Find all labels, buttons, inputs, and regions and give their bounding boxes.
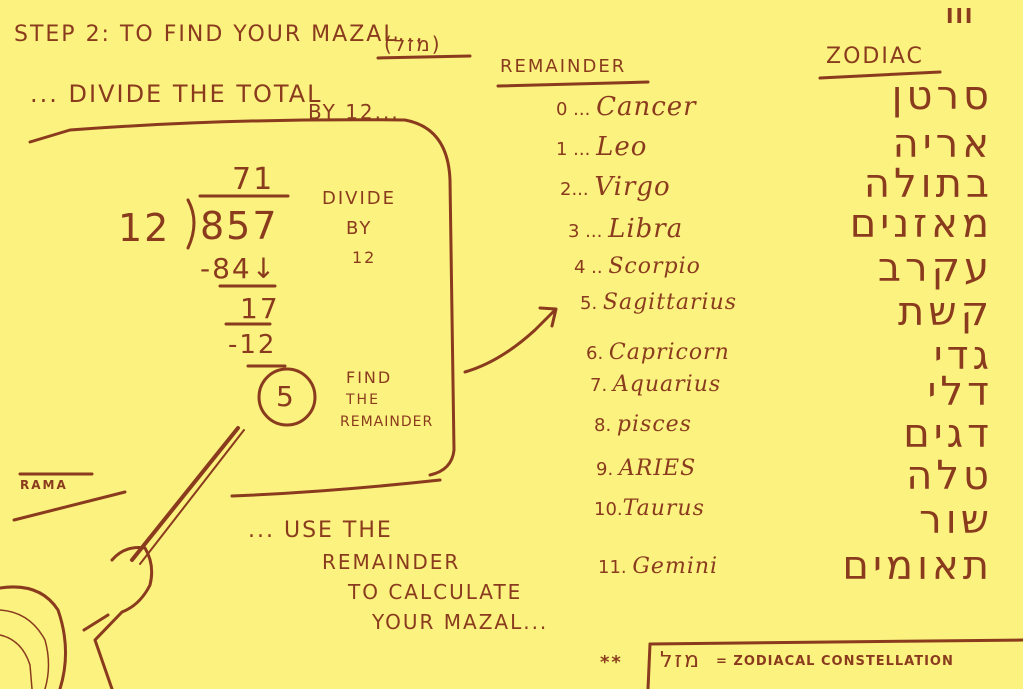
zodiac-hebrew-0: סרטן	[891, 73, 993, 119]
remainder-value: 5	[276, 380, 294, 413]
divide-by-label-1: DIVIDE	[322, 188, 397, 209]
find-remainder-label-1: FIND	[346, 368, 393, 387]
zodiac-hebrew-9: טלה	[906, 453, 993, 499]
rama-label: RAMA	[20, 478, 68, 492]
division-step-2: 17	[240, 292, 280, 325]
zodiac-hebrew-3: מאזנים	[849, 201, 993, 247]
use-remainder-line2: REMAINDER	[322, 550, 461, 574]
zodiac-hebrew-6: גדי	[933, 333, 993, 379]
divide-instruction-line1: ... DIVIDE THE TOTAL	[30, 80, 323, 108]
footnote-text: = ZODIACAL CONSTELLATION	[716, 654, 954, 669]
list-item: 2... Virgo	[560, 172, 671, 202]
zodiac-hebrew-10: שור	[919, 497, 993, 543]
find-remainder-label-2: THE	[346, 392, 380, 408]
division-step-1: -84↓	[200, 252, 278, 285]
list-item: 4 .. Scorpio	[574, 254, 701, 279]
list-item: 1 ... Leo	[556, 132, 648, 162]
list-item: 10.Taurus	[594, 496, 705, 521]
board-frame	[28, 118, 456, 477]
divide-instruction-line2: BY 12...	[308, 100, 400, 124]
list-item: 11. Gemini	[598, 554, 719, 579]
list-item: 6. Capricorn	[586, 340, 730, 365]
divide-by-label-2: BY	[346, 218, 373, 239]
list-item: 9. ARIES	[596, 456, 697, 481]
find-remainder-label-3: REMAINDER	[340, 414, 434, 430]
zodiac-hebrew-1: אריה	[892, 121, 993, 167]
step-title-hebrew: (מזל)	[384, 32, 442, 56]
page-number: III	[946, 4, 975, 28]
list-item: 3 ... Libra	[568, 214, 684, 244]
zodiac-hebrew-4: עקרב	[877, 245, 993, 291]
list-item: 8. pisces	[594, 412, 692, 437]
step-title: STEP 2: TO FIND YOUR MAZAL...	[14, 22, 425, 47]
division-step-3: -12	[228, 330, 277, 360]
divide-by-label-3: 12	[352, 248, 377, 267]
quotient: 71	[232, 162, 275, 197]
use-remainder-line1: ... USE THE	[248, 518, 393, 543]
remainder-circle	[257, 367, 317, 427]
use-remainder-line3: TO CALCULATE	[348, 580, 523, 604]
use-remainder-line4: YOUR MAZAL...	[372, 610, 549, 634]
dividend: 857	[200, 204, 279, 248]
footnote-marker: **	[600, 652, 623, 673]
list-item: 5. Sagittarius	[580, 290, 738, 315]
zodiac-hebrew-2: בתולה	[863, 161, 993, 207]
list-item: 7. Aquarius	[590, 372, 722, 397]
zodiac-hebrew-5: קשת	[897, 289, 993, 335]
arrow-line	[463, 308, 557, 374]
footnote-hebrew: מזל	[660, 648, 702, 673]
zodiac-hebrew-7: דלי	[927, 369, 993, 415]
remainder-header: REMAINDER	[500, 56, 627, 77]
divisor: 12	[118, 206, 171, 250]
zodiac-header: ZODIAC	[826, 44, 924, 69]
list-item: 0 ... Cancer	[556, 92, 697, 122]
zodiac-hebrew-11: תאומים	[842, 543, 993, 589]
zodiac-hebrew-8: דגים	[903, 411, 993, 457]
